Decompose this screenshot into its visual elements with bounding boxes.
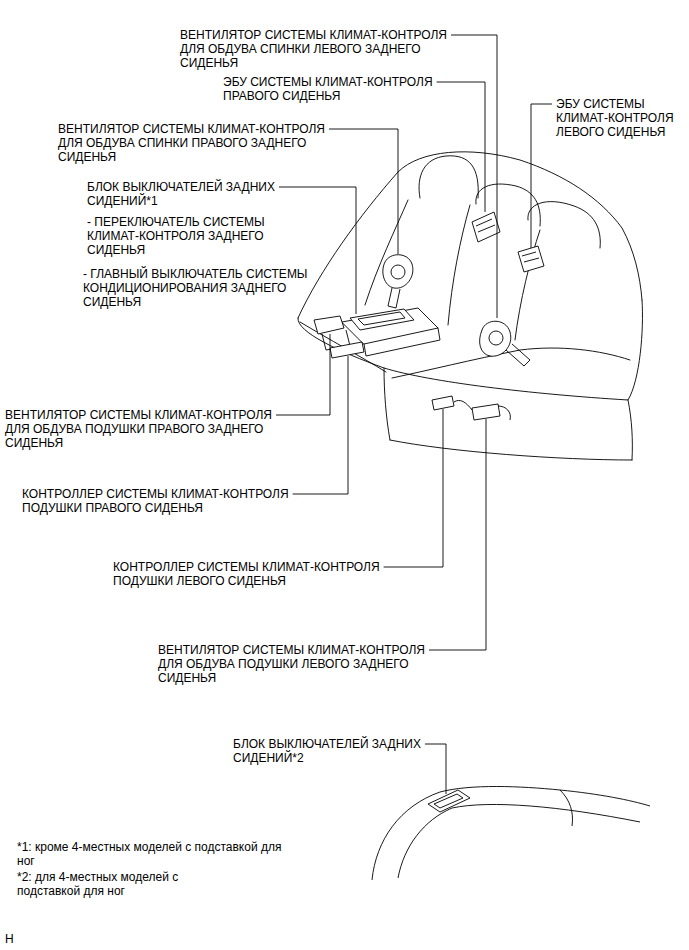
fan-symbol [383,255,413,288]
part-label: - ГЛАВНЫЙ ВЫКЛЮЧАТЕЛЬ СИСТЕМЫ КОНДИЦИОНИ… [83,267,328,309]
part-label: БЛОК ВЫКЛЮЧАТЕЛЕЙ ЗАДНИХ СИДЕНИЙ*1 [87,180,347,208]
controller-symbol [330,342,364,358]
part-label: КОНТРОЛЛЕР СИСТЕМЫ КЛИМАТ-КОНТРОЛЯ ПОДУШ… [113,560,413,588]
leader-line [425,744,446,794]
part-label: ВЕНТИЛЯТОР СИСТЕМЫ КЛИМАТ-КОНТРОЛЯ ДЛЯ О… [180,28,470,70]
switch-block [358,312,405,325]
seat-cushion [298,300,643,400]
fan-symbol [314,316,344,334]
leader-line [329,129,398,254]
headrest [419,156,478,198]
part-label: КОНТРОЛЛЕР СИСТЕМЫ КЛИМАТ-КОНТРОЛЯ ПОДУШ… [22,487,322,515]
switch-block [428,790,470,812]
footnote: H [5,932,25,946]
part-label: ЭБУ СИСТЕМЫ КЛИМАТ-КОНТРОЛЯ ЛЕВОГО СИДЕН… [556,97,681,139]
ecu-symbol [476,219,495,232]
part-label: ВЕНТИЛЯТОР СИСТЕМЫ КЛИМАТ-КОНТРОЛЯ ДЛЯ О… [158,643,448,685]
leader-line [279,187,356,314]
fan-symbol [391,265,405,279]
armrest-4-seat [398,804,640,878]
ecu-symbol [522,252,539,262]
leader-line [276,334,330,415]
leader-line [429,419,486,650]
switch-block [350,309,414,330]
part-label: - ПЕРЕКЛЮЧАТЕЛЬ СИСТЕМЫ КЛИМАТ-КОНТРОЛЯ … [87,215,287,257]
seat-back-outline [298,152,642,318]
ecu-symbol [472,212,500,242]
leader-line [437,82,485,212]
seat-cushion-seam [300,322,630,378]
armrest-4-seat [560,790,573,826]
leader-line [293,356,348,494]
headrest [528,202,600,248]
part-label: ЭБУ СИСТЕМЫ КЛИМАТ-КОНТРОЛЯ ПРАВОГО СИДЕ… [223,75,458,103]
fan-symbol [472,404,500,420]
footnote: *1: кроме 4-местных моделей с подставкой… [17,840,295,868]
leader-line [384,409,443,567]
leader-line [451,35,497,318]
part-label: БЛОК ВЫКЛЮЧАТЕЛЕЙ ЗАДНИХ СИДЕНИЙ*2 [233,737,443,765]
air-duct [506,344,530,366]
part-label: ВЕНТИЛЯТОР СИСТЕМЫ КЛИМАТ-КОНТРОЛЯ ДЛЯ О… [58,122,348,164]
leader-line [531,104,552,248]
seat-seam [365,200,408,305]
ecu-symbol [518,246,544,272]
seat-cushion-edge [384,368,632,460]
part-label: ВЕНТИЛЯТОР СИСТЕМЫ КЛИМАТ-КОНТРОЛЯ ДЛЯ О… [5,408,295,450]
air-duct [454,400,510,420]
fan-symbol [489,331,503,345]
seat-seam [448,205,470,325]
footnote: *2: для 4-местных моделей с подставкой д… [17,870,217,898]
controller-symbol [432,396,454,410]
switch-block [434,794,463,808]
fan-symbol [480,321,511,356]
armrest-4-seat [372,787,650,881]
air-duct [388,288,400,308]
